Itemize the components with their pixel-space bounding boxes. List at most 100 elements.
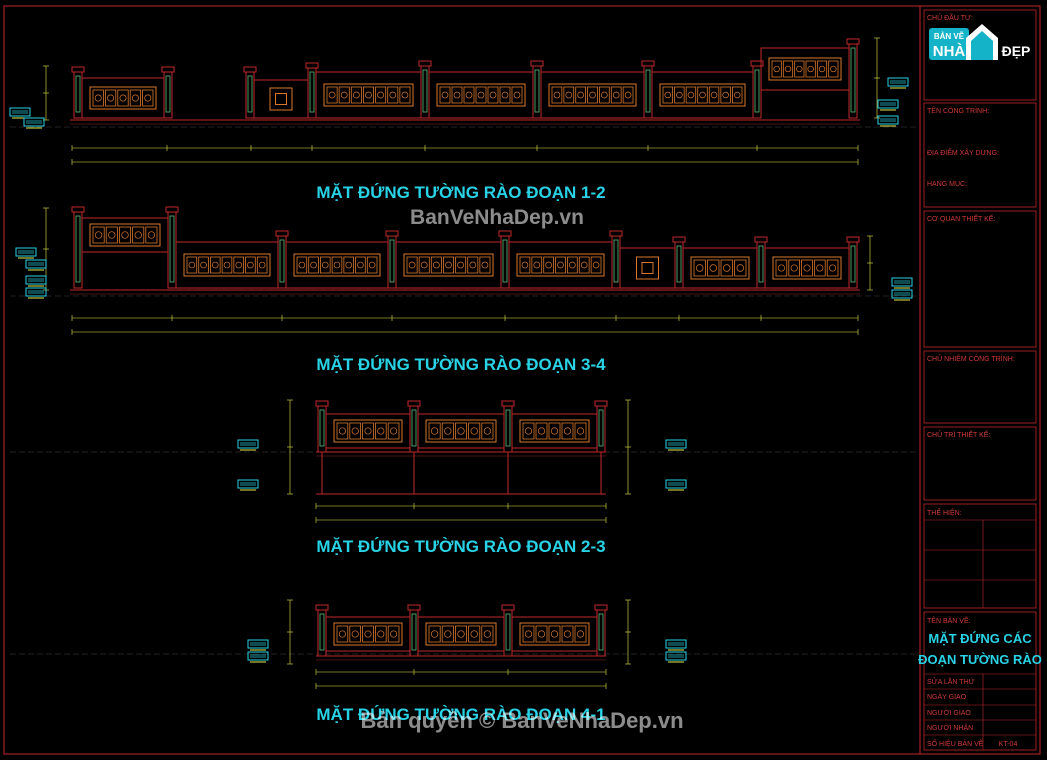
elevation-title-1-2: MẶT ĐỨNG TƯỜNG RÀO ĐOẠN 1-2 xyxy=(316,183,605,202)
level-tag xyxy=(15,247,37,257)
decor-motif xyxy=(428,422,441,440)
level-tag-fill xyxy=(240,482,256,486)
post-inlay xyxy=(309,71,315,113)
decor-motif xyxy=(535,625,548,643)
decor-rosette xyxy=(457,261,465,269)
decor-rosette xyxy=(430,427,439,435)
decor-rosette xyxy=(377,427,385,435)
wall-segment xyxy=(395,241,502,289)
fence-post xyxy=(163,71,173,119)
level-tag xyxy=(665,639,687,649)
decor-rosette xyxy=(338,427,346,435)
post-inlay xyxy=(165,75,171,113)
fence-post xyxy=(674,241,684,289)
level-tag xyxy=(887,77,909,87)
decor-panel xyxy=(436,83,526,107)
decor-motif xyxy=(455,256,467,274)
decor-motif xyxy=(622,86,634,104)
decor-rosette xyxy=(338,630,346,638)
wall-segment xyxy=(760,47,850,91)
tb-drawing-name-line2: ĐOẠN TƯỜNG RÀO xyxy=(918,652,1042,667)
decor-rosette xyxy=(773,65,780,73)
decor-rosette xyxy=(563,630,572,638)
decor-motif xyxy=(92,226,105,244)
fence-post xyxy=(277,235,287,289)
decor-motif xyxy=(296,256,308,274)
elevation-title-2-3: MẶT ĐỨNG TƯỜNG RÀO ĐOẠN 2-3 xyxy=(316,537,605,556)
decor-motif xyxy=(350,86,362,104)
decor-motif xyxy=(574,625,587,643)
decor-motif xyxy=(720,259,733,277)
level-tag xyxy=(665,651,687,661)
level-tag xyxy=(247,639,269,649)
decor-rosette xyxy=(796,65,803,73)
fence-post xyxy=(245,71,255,119)
level-tag-fill xyxy=(28,262,44,266)
decor-motif xyxy=(387,625,400,643)
decor-rosette xyxy=(470,630,478,638)
elevation-title-4-1: MẶT ĐỨNG TƯỜNG RÀO ĐOẠN 4-1 xyxy=(316,705,605,724)
elevation-1-2[interactable] xyxy=(9,37,918,165)
decor-rosette xyxy=(710,91,718,99)
fence-post xyxy=(756,241,766,289)
decor-rosette xyxy=(351,427,359,435)
decor-motif xyxy=(343,256,354,274)
decor-motif xyxy=(697,86,708,104)
post-cap xyxy=(594,604,608,611)
decor-motif xyxy=(826,259,839,277)
post-inlay xyxy=(411,613,417,651)
level-tag-fill xyxy=(894,292,910,296)
decor-motif xyxy=(210,256,221,274)
decor-rosette xyxy=(408,261,416,269)
decor-rosette xyxy=(550,630,559,638)
post-cap xyxy=(594,400,608,407)
level-tag-fill xyxy=(12,110,28,114)
decor-rosette xyxy=(390,427,398,435)
decor-motif xyxy=(349,422,361,440)
decor-motif xyxy=(308,256,319,274)
tb-design-lead: CHỦ TRÌ THIẾT KẾ: xyxy=(927,429,990,439)
decor-rosette xyxy=(365,91,372,99)
level-tag xyxy=(891,289,913,299)
decor-motif xyxy=(326,86,338,104)
decor-motif xyxy=(428,625,441,643)
wall-segment xyxy=(508,241,613,289)
level-tag xyxy=(9,107,31,117)
decor-motif xyxy=(535,422,548,440)
decor-panel xyxy=(425,622,497,646)
post-cap xyxy=(275,230,289,237)
decor-rosette xyxy=(687,91,695,99)
decor-motif xyxy=(331,256,343,274)
fence-post xyxy=(596,609,606,657)
decor-motif xyxy=(587,86,598,104)
decor-rosette xyxy=(432,261,440,269)
elevation-4-1[interactable] xyxy=(10,599,918,689)
decor-motif xyxy=(519,256,531,274)
decor-rosette xyxy=(134,231,142,239)
decor-rosette xyxy=(784,65,792,73)
decor-rosette xyxy=(390,630,398,638)
decor-panel xyxy=(636,256,659,280)
fence-post xyxy=(409,405,419,453)
decor-motif xyxy=(481,422,494,440)
level-tag xyxy=(237,479,259,489)
decor-motif xyxy=(467,256,479,274)
decor-rosette xyxy=(119,94,127,102)
decor-panel xyxy=(333,419,403,443)
decor-rosette xyxy=(569,261,576,269)
decor-rosette xyxy=(501,91,509,99)
decor-motif xyxy=(555,256,566,274)
decor-panel xyxy=(690,256,750,280)
decor-rosette xyxy=(368,261,376,269)
post-inlay xyxy=(505,409,511,447)
post-cap xyxy=(407,400,421,407)
elevation-3-4[interactable] xyxy=(10,206,918,335)
decor-rosette xyxy=(389,91,397,99)
decor-rosette xyxy=(524,630,533,638)
decor-motif xyxy=(662,86,673,104)
decor-rosette xyxy=(310,261,317,269)
decor-rosette xyxy=(441,91,449,99)
elevation-2-3[interactable] xyxy=(10,399,918,523)
post-inlay xyxy=(389,239,395,283)
